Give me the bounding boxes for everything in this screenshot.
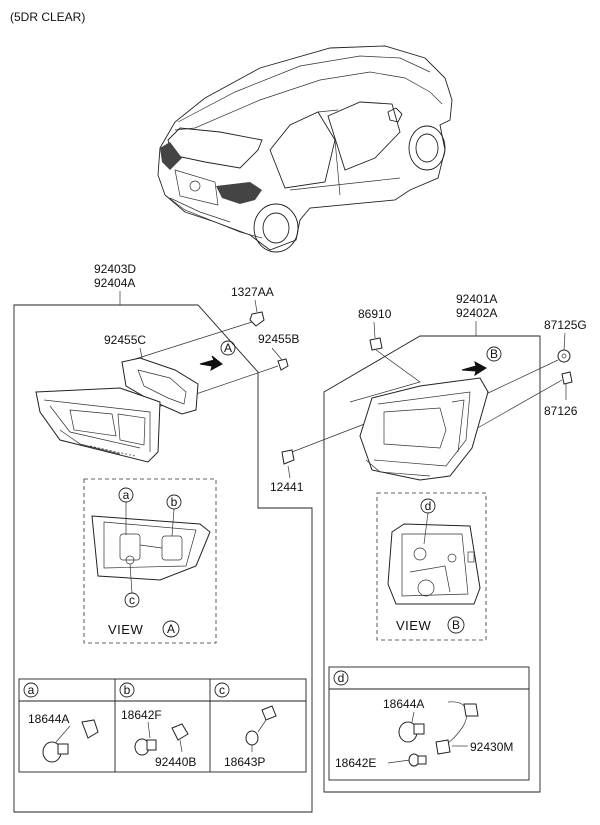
rear-lamp-right-highlight [216, 182, 262, 204]
bulb-table-left: a b c 18644A 18642F 92440B 18643P [18, 678, 307, 773]
callout-1327AA: 1327AA [231, 285, 274, 299]
ref-circle-a [220, 340, 236, 356]
bulb-part-18642E: 18642E [335, 756, 376, 770]
left-assembly: 92403D 92404A 1327AA 92455C 92455B A [13, 262, 313, 813]
screw-icon [249, 311, 265, 327]
clip-icon [369, 337, 383, 351]
nut-icon [277, 358, 289, 371]
bulb-part-92440B: 92440B [155, 755, 196, 769]
arrow-a-label: A [224, 341, 232, 355]
arrow-b-label: B [490, 347, 498, 361]
socket-icon-b [171, 723, 189, 741]
bulb-ref-b: b [124, 683, 131, 697]
harness-connector-icon [463, 703, 479, 717]
view-b-ref-d: d [425, 499, 432, 513]
view-a-ref-c: c [129, 593, 135, 607]
bulb-ref-d: d [338, 671, 345, 685]
socket-icon-c [261, 705, 277, 721]
view-a-ref: A [167, 622, 175, 636]
arrow-b-icon [461, 361, 487, 377]
callout-92455B: 92455B [258, 332, 299, 346]
view-a-ref-circle [162, 620, 180, 638]
retainer-icon [561, 371, 573, 385]
callout-87125G: 87125G [544, 318, 587, 332]
left-tail-lamp [35, 387, 161, 463]
right-part-number-1: 92401A [456, 292, 497, 306]
bulb-ref-c: c [219, 683, 225, 697]
bulb-part-92430M: 92430M [470, 740, 513, 754]
view-b-box [376, 492, 487, 641]
variant-note: (5DR CLEAR) [10, 10, 85, 24]
ref-circle-b [486, 346, 502, 362]
bulb-part-18644A: 18644A [28, 712, 69, 726]
lamp-rear-view-b [387, 523, 481, 605]
socket-icon-d [435, 739, 451, 755]
left-part-number-1: 92403D [94, 262, 136, 276]
left-part-number-2: 92404A [94, 276, 135, 290]
callout-87126: 87126 [544, 404, 578, 418]
view-a-box [83, 478, 217, 644]
right-part-number-2: 92402A [456, 306, 497, 320]
bulb-part-18643P: 18643P [224, 755, 265, 769]
bulb-18643P-icon [245, 730, 259, 746]
callout-86910: 86910 [358, 307, 392, 321]
right-tail-lamp [359, 377, 489, 481]
view-a-label: VIEW [108, 622, 143, 637]
bulb-table-right: d 18644A 92430M 18642E [328, 666, 530, 781]
grommet-icon [557, 349, 571, 363]
lamp-rear-view-a [91, 515, 211, 581]
callout-92455C: 92455C [104, 333, 146, 347]
right-assembly-frame [323, 335, 541, 793]
car-illustration [157, 45, 453, 253]
gasket-part [121, 357, 199, 415]
callout-12441: 12441 [270, 480, 304, 494]
view-b-ref: B [452, 618, 460, 632]
right-assembly: 92401A 92402A 86910 87125G 87126 12441 B [270, 292, 587, 793]
bulb-part-18644A-right: 18644A [383, 697, 424, 711]
view-a-ref-a: a [123, 488, 130, 502]
rear-lamp-left-highlight [160, 142, 182, 170]
arrow-a-icon [199, 355, 223, 371]
view-a-ref-b: b [171, 495, 178, 509]
bulb-ref-a: a [28, 683, 35, 697]
view-b-ref-circle [447, 616, 465, 634]
view-b-label: VIEW [396, 618, 431, 633]
socket-icon-a [81, 719, 99, 739]
left-assembly-frame [13, 304, 313, 813]
bulb-part-18642F: 18642F [121, 708, 162, 722]
screw-12441-icon [281, 449, 295, 465]
